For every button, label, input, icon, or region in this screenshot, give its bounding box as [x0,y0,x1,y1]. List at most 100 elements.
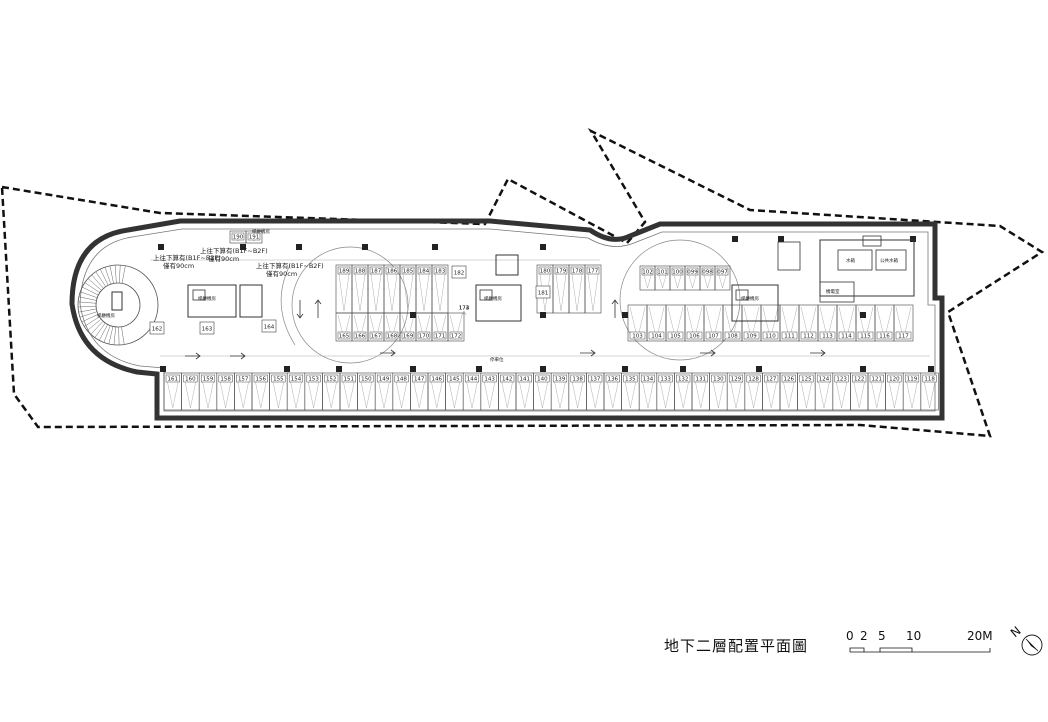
ramp-circle-right [619,239,741,361]
parking-stall: 179 [552,264,570,314]
stall-number: 107 [708,334,719,340]
parking-stall: 141 [515,372,534,411]
parking-stall: 105 [665,304,686,342]
parking-stall: 116 [874,304,895,342]
parking-stall: 123 [832,372,851,411]
parking-stall: 134 [638,372,658,411]
stall-number: 115 [860,334,871,340]
parking-stall: 128 [744,372,763,411]
parking-stall: 125 [797,372,816,411]
stall-number: 131 [696,377,707,383]
stall-number: 184 [419,269,430,275]
scale-tick-5: 5 [878,629,886,643]
core-room-2 [475,254,522,322]
stall-number: 119 [907,377,918,383]
stall-number: 117 [898,334,909,340]
stall-number: 118 [924,377,935,383]
stall-number: 182 [454,271,465,277]
stall-number: 149 [379,377,390,383]
parking-stall: 139 [550,372,570,411]
parking-stall: 107 [703,304,724,342]
stall-number: 097 [717,270,728,276]
stall-number: 102 [642,270,653,276]
lift-lobby-label-5: 梯廳機房 [97,312,115,319]
scale-tick-10: 10 [906,629,921,643]
stall-number: 116 [879,334,890,340]
parking-stall: 156 [251,372,270,411]
scale-bar: 0 2 5 10 20M [846,629,993,653]
stall-number: 166 [355,334,366,340]
parking-stall: 143 [480,372,499,411]
clearance-note-3a: 上往下算有(B1F~B2F) [256,261,324,270]
parking-stall: 165 [335,312,353,342]
stall-number: 134 [643,377,654,383]
stall-number: 130 [713,377,724,383]
parking-stall: 106 [684,304,705,342]
stall-number: 135 [625,377,636,383]
building-outline [69,218,945,421]
parking-stall: 147 [410,372,429,411]
stall-number: 155 [273,377,284,383]
parking-stall: 190 [229,230,247,244]
parking-stall: 138 [568,372,587,411]
site-boundary [0,127,1045,438]
parking-stall: 122 [850,372,869,411]
parking-stall: 172 [447,312,465,342]
stall-number: 156 [256,377,267,383]
clearance-note-1b: 僅有90cm [208,254,239,263]
parking-stall: 163 [199,321,215,335]
stall-number: 159 [203,377,214,383]
stall-number: 133 [660,377,671,383]
parking-stall: 186 [383,264,401,314]
parking-stall: 104 [646,304,667,342]
scale-tick-20m: 20M [967,629,993,643]
parking-stall: 118 [920,372,939,411]
stall-number: 143 [484,377,495,383]
stall-number: 103 [632,334,643,340]
stall-number: 165 [339,334,350,340]
stall-number: 142 [502,377,513,383]
parking-stall: 187 [367,264,385,314]
stall-number: 158 [220,377,231,383]
parking-stall: 160 [181,372,200,411]
stall-number: 146 [432,377,443,383]
lift-lobby-label-4: 梯廳機房 [252,228,270,235]
stall-number: 189 [339,269,350,275]
stall-number: 163 [202,327,213,333]
parking-stall: 137 [586,372,605,411]
stall-number: 186 [387,269,398,275]
parking-stall: 149 [374,372,394,411]
parking-stall: 133 [656,372,675,411]
stall-number: 125 [801,377,812,383]
stall-number: 114 [841,334,852,340]
stall-number: 180 [540,269,551,275]
parking-stall: 131 [691,372,710,411]
stall-number: 174 [459,306,470,312]
stall-number: 127 [766,377,777,383]
stall-number: 191 [249,235,260,241]
stall-number: 148 [396,377,407,383]
stall-number: 140 [537,377,548,383]
parking-stall: 117 [893,304,914,342]
parking-stall: 170 [415,312,433,342]
lift-lobby-label-2: 梯廳機房 [484,295,502,302]
stall-number: 104 [651,334,662,340]
parking-stall: 161 [163,372,182,411]
stall-number: 110 [765,334,776,340]
stall-number: 108 [727,334,738,340]
stall-number: 170 [419,334,430,340]
stall-number: 190 [233,235,244,241]
stall-number: 157 [238,377,249,383]
parking-stall: 177 [584,264,602,314]
lift-lobby-label-1: 梯廳機房 [198,295,216,302]
parking-stall: 100 [669,265,686,291]
stall-number: 105 [670,334,681,340]
stall-number: 160 [185,377,196,383]
service-rooms [777,235,915,303]
stall-number: 151 [344,377,355,383]
stall-number: 112 [803,334,814,340]
stall-number: 123 [836,377,847,383]
parking-stall: 115 [855,304,876,342]
